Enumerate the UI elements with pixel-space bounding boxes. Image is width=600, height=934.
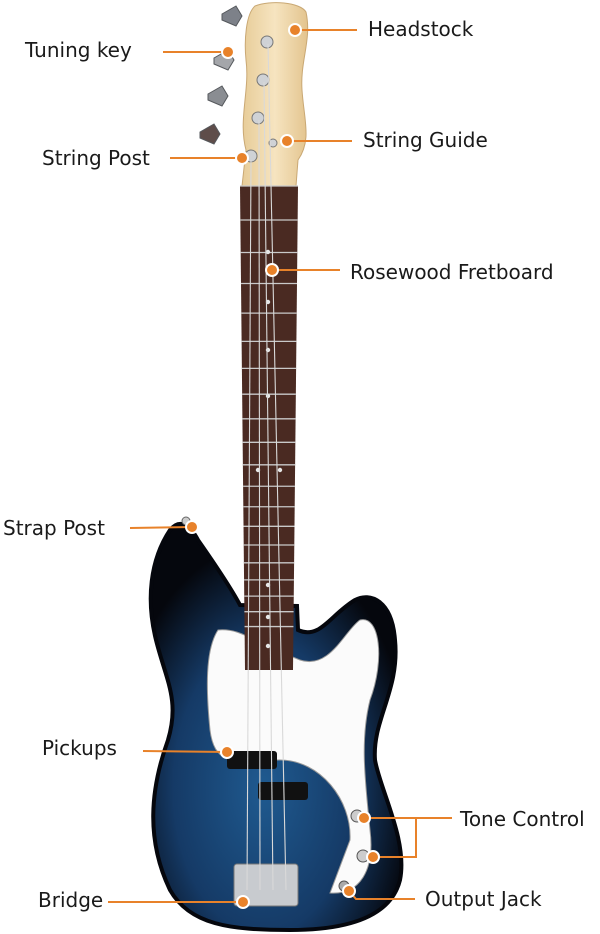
dot-string-guide <box>280 134 294 148</box>
dot-output-jack <box>342 884 356 898</box>
label-string-guide: String Guide <box>363 128 488 152</box>
dot-strap-post <box>185 520 199 534</box>
dot-pickups <box>220 745 234 759</box>
pickup-2 <box>258 782 308 800</box>
dot-headstock <box>288 23 302 37</box>
label-fretboard: Rosewood Fretboard <box>350 260 554 284</box>
label-headstock: Headstock <box>368 17 474 41</box>
tuning-keys <box>199 5 243 145</box>
pickguard <box>206 619 380 894</box>
dot-tone-2 <box>366 850 380 864</box>
label-tone-control: Tone Control <box>460 807 585 831</box>
bridge <box>233 863 299 907</box>
dot-tuning-key <box>221 45 235 59</box>
label-bridge: Bridge <box>38 888 104 912</box>
label-strap-post: Strap Post <box>3 516 105 540</box>
label-tuning-key: Tuning key <box>25 38 132 62</box>
dot-fretboard <box>265 263 279 277</box>
fretboard <box>240 186 298 670</box>
callout-dots <box>185 23 380 909</box>
dot-bridge <box>236 895 250 909</box>
label-string-post: String Post <box>42 146 150 170</box>
dot-tone-1 <box>357 811 371 825</box>
strings <box>246 43 287 891</box>
dot-string-post <box>235 151 249 165</box>
label-output-jack: Output Jack <box>425 887 542 911</box>
pickup-1 <box>227 751 277 769</box>
label-pickups: Pickups <box>42 736 117 760</box>
